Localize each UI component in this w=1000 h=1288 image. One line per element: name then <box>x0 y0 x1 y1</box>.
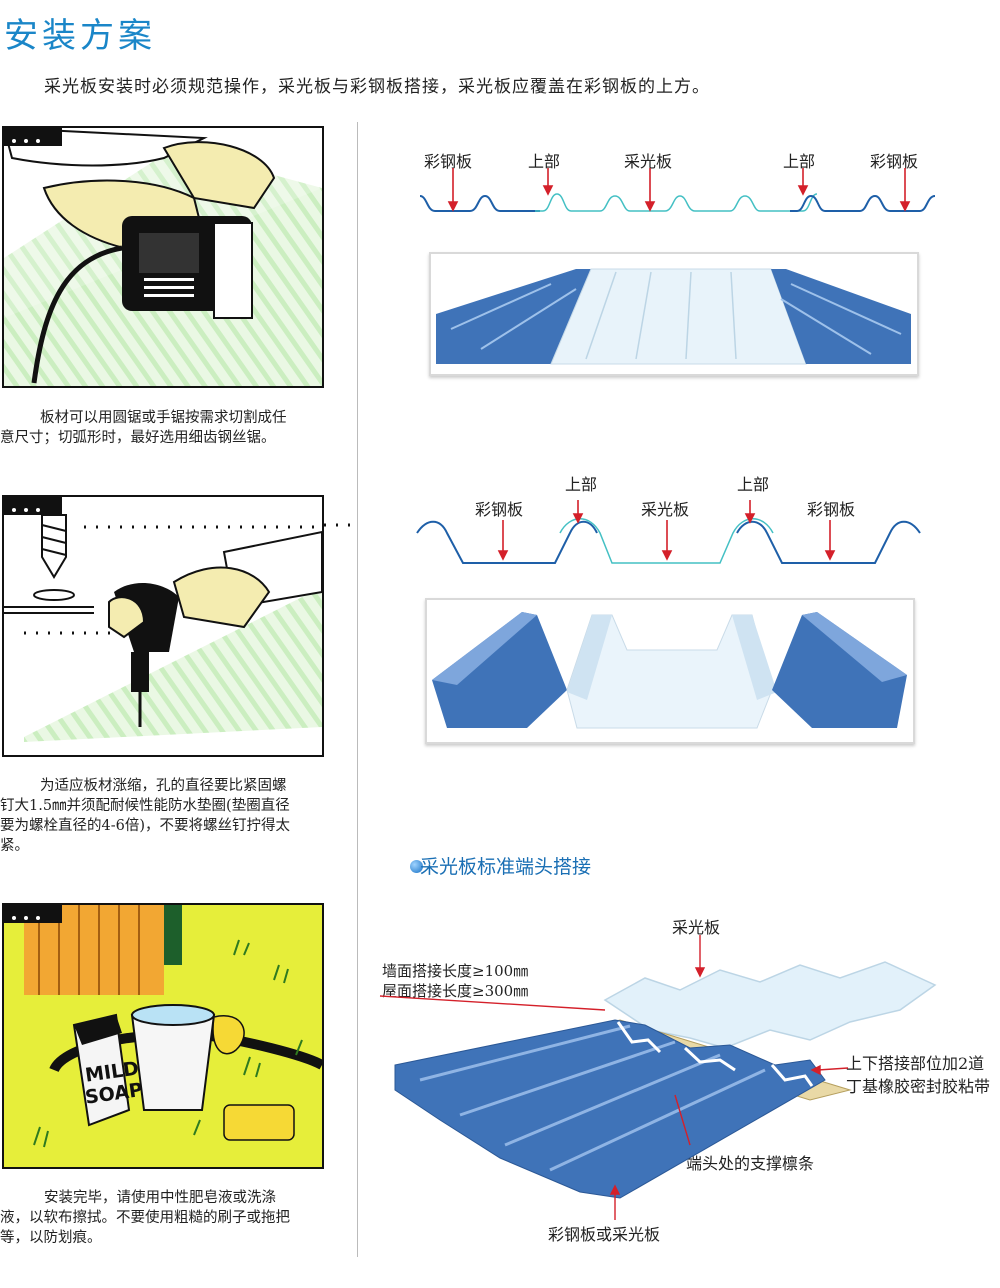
diagram2-3d-frame <box>425 598 915 744</box>
diagram2-label-top-right: 上部 <box>737 475 770 494</box>
step3-caption-line1: 安装完毕，请使用中性肥皂液或洗涤 <box>44 1190 276 1206</box>
connector-dots <box>324 523 360 527</box>
diagram2-label-steel-right: 彩钢板 <box>807 500 856 519</box>
step3-caption-line3: 等，以防划痕。 <box>0 1230 102 1246</box>
label-seal-line2: 丁基橡胶密封胶粘带 <box>846 1077 991 1096</box>
diagram2-profile <box>416 500 921 564</box>
label-skylight-top: 采光板 <box>672 918 721 937</box>
intro-text: 采光板安装时必须规范操作，采光板与彩钢板搭接，采光板应覆盖在彩钢板的上方。 <box>44 77 710 97</box>
column-divider <box>357 122 358 1257</box>
page-title: 安装方案 <box>4 16 156 56</box>
step2-caption-line3: 要为螺栓直径的4-6倍)，不要将螺丝钉拧得太 <box>0 818 291 834</box>
diagram2-label-top-left: 上部 <box>565 475 598 494</box>
label-seal-line1: 上下搭接部位加2道 <box>846 1054 985 1073</box>
step2-caption-line1: 为适应板材涨缩，孔的直径要比紧固螺 <box>40 778 287 794</box>
label-purlin: 端头处的支撑檩条 <box>686 1154 815 1173</box>
diagram2-label-skylight: 采光板 <box>641 500 690 519</box>
cutting-scene <box>4 128 322 386</box>
drilling-scene <box>4 514 322 742</box>
step1-caption-line2: 意尺寸；切弧形时，最好选用细齿钢丝锯。 <box>0 430 276 446</box>
diagram1-label-top-left: 上部 <box>528 152 561 171</box>
section-title: 采光板标准端头搭接 <box>420 856 592 878</box>
diagram1-label-steel-right: 彩钢板 <box>870 152 919 171</box>
diagram1-profile <box>419 168 936 212</box>
diagram2-label-steel-left: 彩钢板 <box>475 500 524 519</box>
panel-dots <box>4 497 62 515</box>
cleaning-scene: MILD SOAP <box>24 905 322 1148</box>
cleaning-illustration: MILD SOAP <box>2 903 324 1169</box>
section-bullet-icon <box>410 860 423 873</box>
diagram1-label-skylight: 采光板 <box>624 152 673 171</box>
diagram2-3d-panels <box>432 612 907 729</box>
panel-dots <box>4 128 62 146</box>
cutting-illustration <box>2 126 324 388</box>
drilling-illustration <box>2 495 324 757</box>
step3-caption: 安装完毕，请使用中性肥皂液或洗涤 液，以软布擦拭。不要使用粗糙的刷子或拖把 等，… <box>0 1188 340 1248</box>
step1-caption-line1: 板材可以用圆锯或手锯按需求切割成任 <box>40 410 287 426</box>
step1-caption: 板材可以用圆锯或手锯按需求切割成任 意尺寸；切弧形时，最好选用细齿钢丝锯。 <box>0 408 340 448</box>
step2-caption-line4: 紧。 <box>0 838 29 854</box>
diagram1-label-top-right: 上部 <box>783 152 816 171</box>
diagram1-3d-panels <box>436 268 911 365</box>
step2-caption-line2: 钉大1.5㎜并须配耐候性能防水垫圈(垫圈直径 <box>0 798 290 814</box>
diagram1-3d-frame <box>429 252 919 376</box>
panel-dots <box>4 905 62 923</box>
diagram1-label-steel-left: 彩钢板 <box>424 152 473 171</box>
step2-caption: 为适应板材涨缩，孔的直径要比紧固螺 钉大1.5㎜并须配耐候性能防水垫圈(垫圈直径… <box>0 776 340 856</box>
step3-caption-line2: 液，以软布擦拭。不要使用粗糙的刷子或拖把 <box>0 1210 290 1226</box>
label-roof-overlap: 屋面搭接长度≥300㎜ <box>382 982 529 1000</box>
label-wall-overlap: 墙面搭接长度≥100㎜ <box>382 962 529 980</box>
end-lap-diagram <box>379 935 937 1220</box>
label-bottom-sheet: 彩钢板或采光板 <box>548 1225 661 1244</box>
